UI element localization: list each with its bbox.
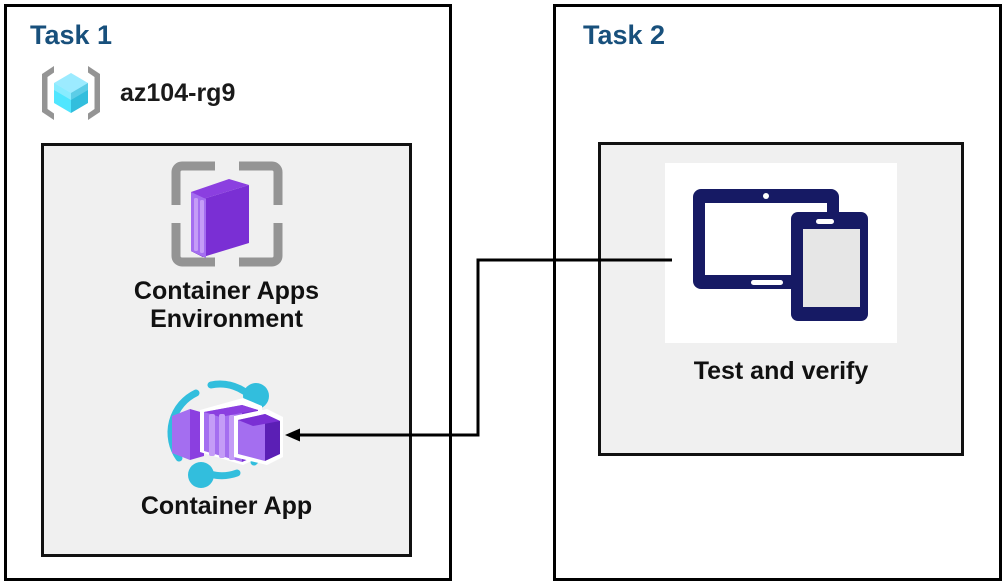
node-test-and-verify: Test and verify xyxy=(622,163,940,385)
task-2-title: Task 2 xyxy=(583,20,666,50)
resource-group-row: az104-rg9 xyxy=(36,62,235,124)
container-apps-environment-caption: Container Apps Environment xyxy=(133,277,320,333)
resource-group-cube-icon xyxy=(36,62,106,124)
container-app-caption: Container App xyxy=(140,492,313,520)
task-1-title: Task 1 xyxy=(30,20,113,50)
devices-tablet-phone-icon xyxy=(683,177,879,329)
test-and-verify-caption: Test and verify xyxy=(693,357,869,385)
container-apps-environment-icon xyxy=(165,155,289,273)
node-container-app: Container App xyxy=(61,372,392,520)
node-container-apps-environment: Container Apps Environment xyxy=(61,155,392,333)
resource-group-label: az104-rg9 xyxy=(120,78,236,107)
container-app-icon xyxy=(152,372,302,488)
test-and-verify-icon-plate xyxy=(665,163,897,343)
